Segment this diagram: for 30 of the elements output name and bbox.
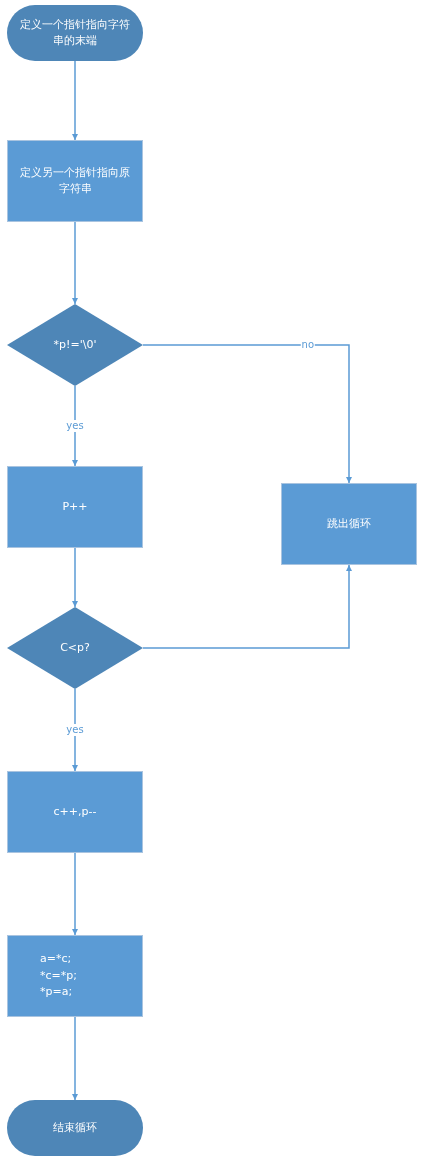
arrow: [72, 221, 78, 305]
process-box: [7, 466, 143, 548]
node-text: P++: [61, 498, 89, 515]
process-box: [7, 935, 143, 1017]
arrow: [72, 547, 78, 608]
arrow: [72, 688, 78, 772]
edge-label: no: [300, 339, 316, 351]
arrow: [72, 385, 78, 467]
arrow: [72, 1016, 78, 1101]
node-text: a=*c; *c=*p; *p=a;: [39, 951, 78, 1001]
node-text: 定义一个指针指向字符串的末端: [19, 16, 131, 49]
node-text: 定义另一个指针指向原字符串: [19, 164, 131, 197]
edge-label: yes: [65, 420, 85, 432]
decision-diamond: [7, 304, 143, 386]
terminal-shape: [7, 5, 143, 61]
node-text: 跳出循环: [326, 515, 372, 532]
process-box: [7, 140, 143, 222]
arrow: [142, 344, 352, 484]
arrow: [142, 564, 352, 649]
terminal-shape: [7, 1100, 143, 1156]
node-text: c++,p--: [52, 803, 98, 820]
node-text: *p!='\0': [52, 336, 98, 353]
node-text: C<p?: [59, 639, 91, 656]
process-box: [281, 483, 417, 565]
edge-label: yes: [65, 724, 85, 736]
arrow: [72, 852, 78, 936]
decision-diamond: [7, 607, 143, 689]
node-text: 结束循环: [52, 1119, 98, 1136]
arrow: [72, 60, 78, 141]
process-box: [7, 771, 143, 853]
